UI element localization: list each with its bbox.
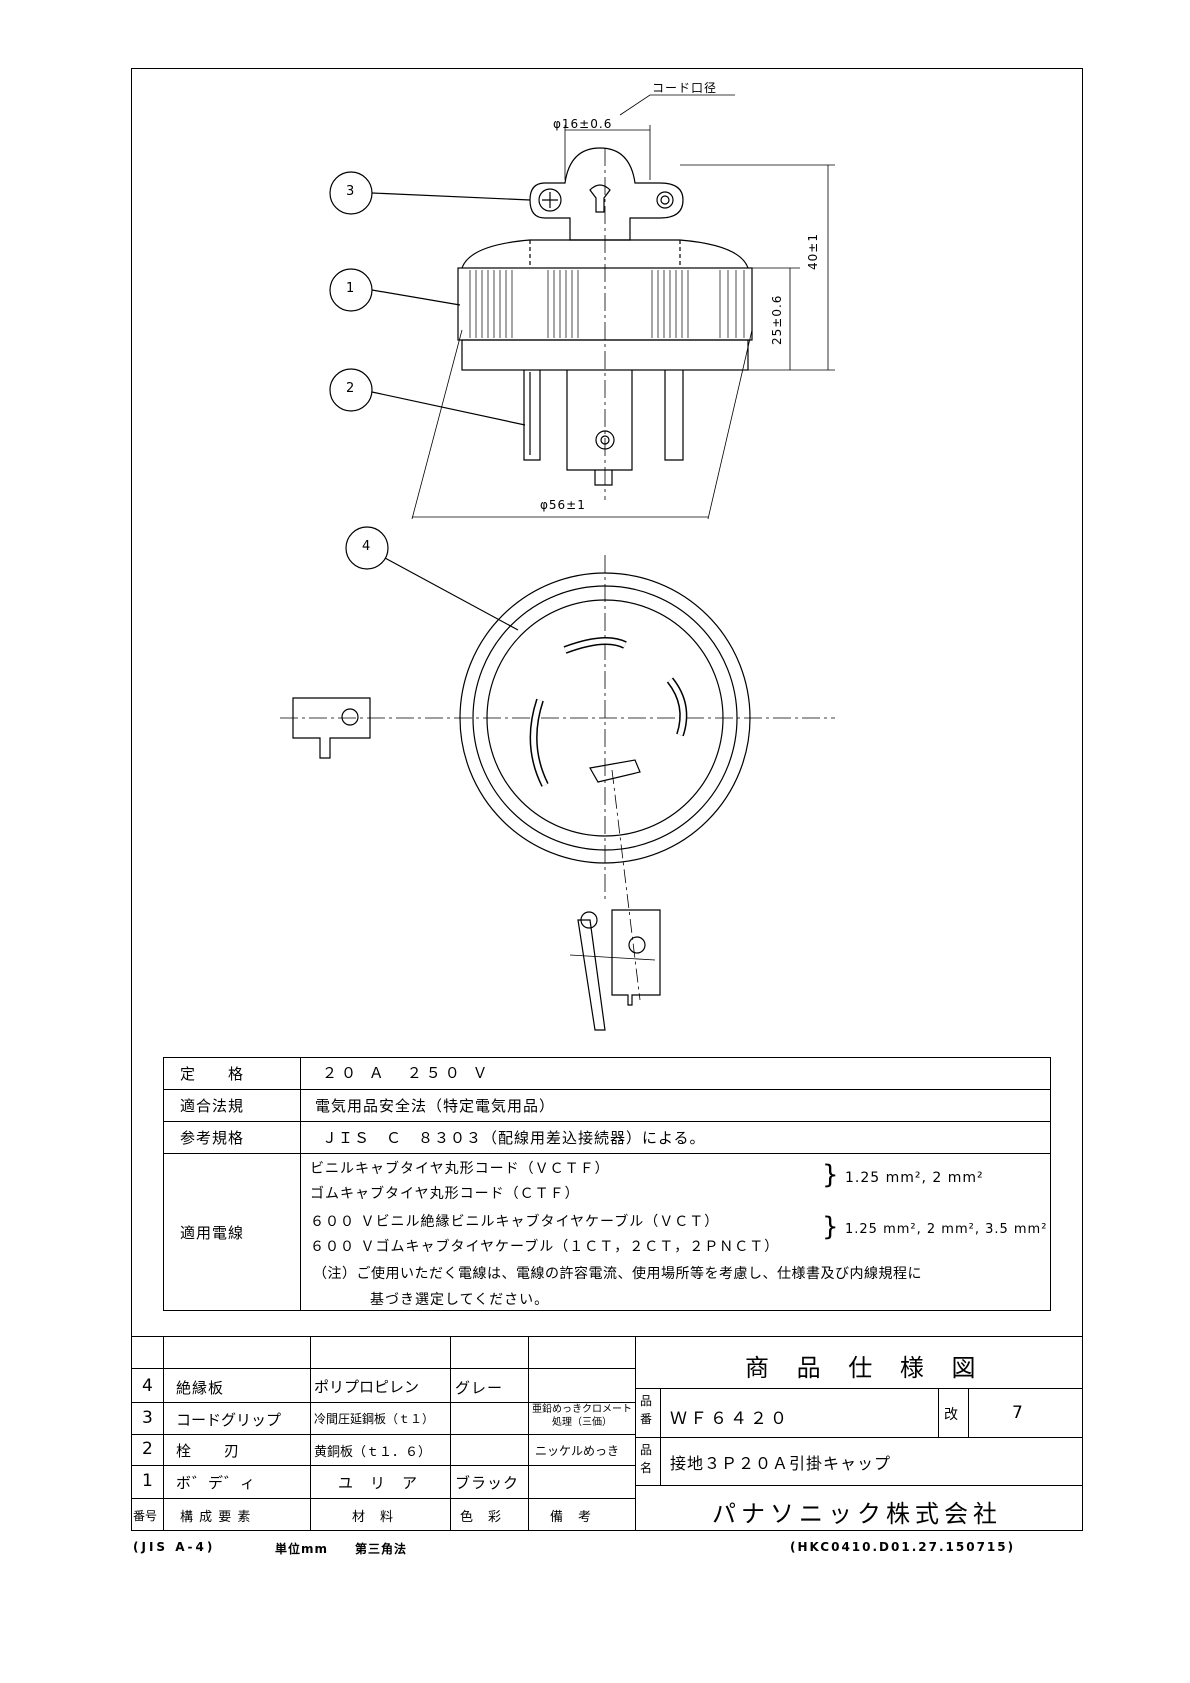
- header-component: 構 成 要 素: [180, 1510, 252, 1525]
- footer-standard: (JIS A-4): [133, 1540, 216, 1554]
- height-body-dimension: 25±0.6: [770, 294, 784, 345]
- wire-note-line2: 基づき選定してください。: [370, 1292, 550, 1308]
- wire-note-line1: （注）ご使用いただく電線は、電線の許容電流、使用場所等を考慮し、仕様書及び内線規…: [313, 1266, 922, 1282]
- header-material: 材 料: [352, 1510, 395, 1525]
- wire-size-group2: 1.25 mm², 2 mm², 3.5 mm²: [845, 1222, 1048, 1237]
- part-3-no: 3: [142, 1408, 154, 1428]
- balloon-3: 3: [346, 184, 356, 199]
- document-title: 商 品 仕 様 図: [745, 1354, 986, 1382]
- plug-blades: [523, 370, 684, 486]
- header-no: 番号: [133, 1509, 158, 1523]
- outer-diameter-dimension: φ56±1: [540, 498, 586, 512]
- wire-size-group1: 1.25 mm², 2 mm²: [845, 1170, 984, 1186]
- drawing-frame: [131, 68, 1083, 1531]
- part-4-material: ポリプロピレン: [314, 1378, 420, 1396]
- footer-unit: 単位mm: [275, 1542, 329, 1556]
- part-4-name: 絶縁板: [176, 1379, 225, 1397]
- footer-projection: 第三角法: [355, 1542, 408, 1556]
- cord-hole-label: コード口径: [652, 81, 718, 95]
- part-1-material: ユ リ ア: [338, 1474, 419, 1492]
- regulation-label: 適合法規: [180, 1097, 245, 1115]
- footer-document-code: (HKC0410.D01.27.150715): [790, 1540, 1016, 1554]
- applicable-wire-label: 適用電線: [180, 1224, 245, 1242]
- company-name: パナソニック株式会社: [712, 1500, 1002, 1528]
- balloon-4: 4: [362, 539, 372, 554]
- part-1-no: 1: [142, 1471, 154, 1491]
- reference-standard-value: ＪＩＳ Ｃ ８３０３（配線用差込接続器）による。: [322, 1129, 706, 1147]
- height-total-dimension: 40±1: [806, 233, 820, 270]
- revision-label: 改: [944, 1407, 959, 1423]
- wire-vct: ６００ Ｖビニル絶縁ビニルキャブタイヤケーブル（ＶＣＴ）: [310, 1214, 720, 1230]
- regulation-value: 電気用品安全法（特定電気用品）: [315, 1097, 556, 1115]
- part-2-material: 黄銅板（ｔ１．６）: [314, 1445, 432, 1460]
- rating-label: 定 格: [180, 1065, 245, 1083]
- rating-value: ２０ Ａ ２５０ Ｖ: [322, 1064, 492, 1082]
- brace-icon: }: [822, 1160, 840, 1190]
- cord-hole-dimension: φ16±0.6: [553, 117, 613, 131]
- front-view: [459, 572, 751, 1001]
- product-name-label: 品名: [640, 1443, 653, 1475]
- part-1-color: ブラック: [455, 1474, 520, 1492]
- detail-parts: [292, 697, 661, 1031]
- product-no-label: 品番: [640, 1394, 653, 1426]
- wire-vctf: ビニルキャブタイヤ丸形コード（ＶＣＴＦ）: [310, 1161, 610, 1177]
- header-color: 色 彩: [460, 1510, 503, 1525]
- part-3-note: 亜鉛めっきクロメート処理（三価）: [532, 1404, 632, 1428]
- dimension-lines: [411, 94, 835, 520]
- brace-icon: }: [822, 1212, 840, 1242]
- part-2-no: 2: [142, 1439, 154, 1459]
- part-4-color: グレー: [455, 1379, 504, 1397]
- balloon-1: 1: [346, 281, 356, 296]
- part-3-name: コードグリップ: [176, 1411, 282, 1429]
- balloon-2: 2: [346, 381, 356, 396]
- revision-number: 7: [1012, 1403, 1024, 1423]
- part-2-note: ニッケルめっき: [535, 1444, 620, 1458]
- part-4-no: 4: [142, 1376, 154, 1396]
- part-2-name: 栓 刃: [176, 1442, 241, 1460]
- wire-ct: ６００ Ｖゴムキャブタイヤケーブル（１ＣＴ，２ＣＴ，２ＰＮＣＴ）: [310, 1239, 780, 1255]
- part-3-material: 冷間圧延鋼板（ｔ１）: [314, 1412, 435, 1426]
- balloons: [329, 171, 531, 631]
- product-number: ＷＦ６４２０: [670, 1409, 790, 1429]
- wire-ctf: ゴムキャブタイヤ丸形コード（ＣＴＦ）: [310, 1186, 580, 1202]
- cord-grip: [529, 147, 684, 241]
- product-name: 接地３Ｐ２０Ａ引掛キャップ: [670, 1454, 892, 1473]
- header-remarks: 備 考: [550, 1510, 593, 1525]
- reference-standard-label: 参考規格: [180, 1129, 245, 1147]
- part-1-name: ボ゛デ゛ィ: [176, 1474, 257, 1492]
